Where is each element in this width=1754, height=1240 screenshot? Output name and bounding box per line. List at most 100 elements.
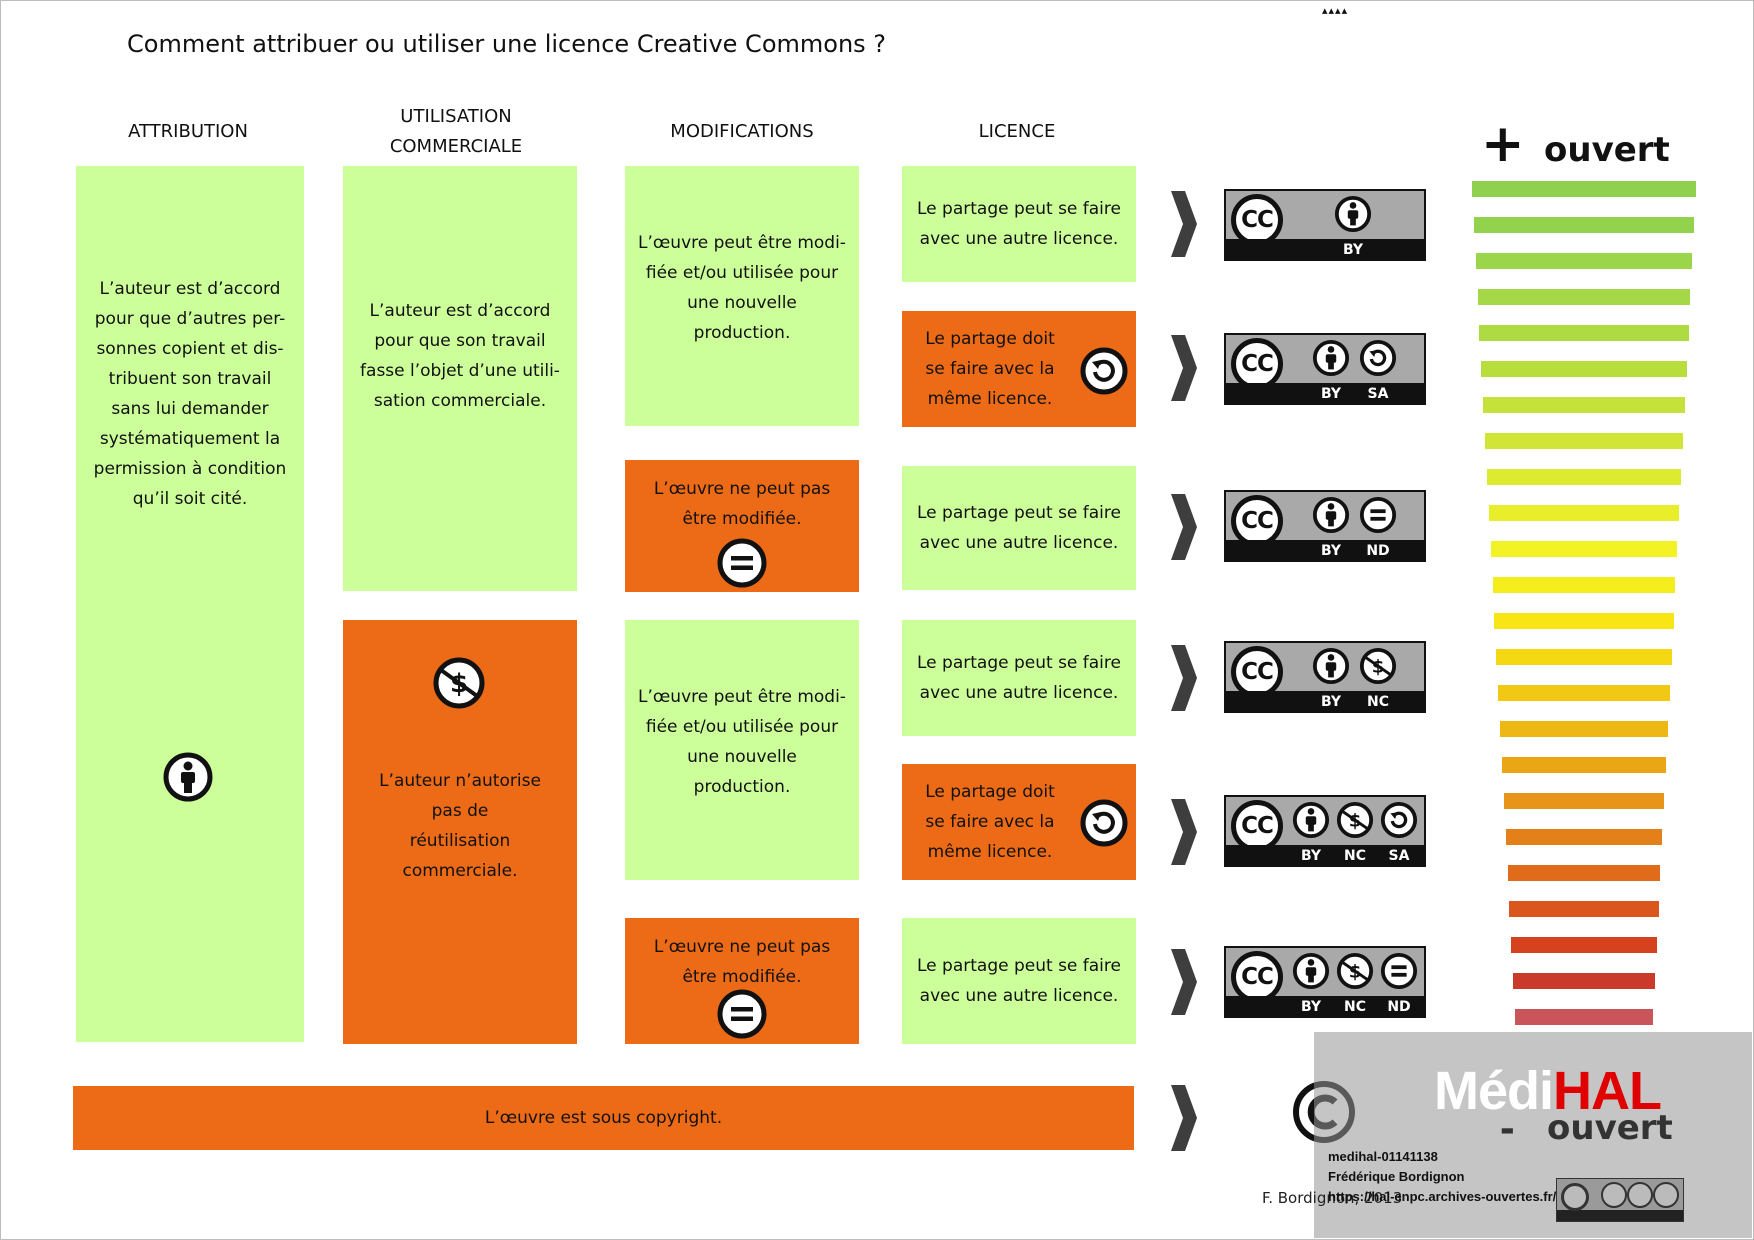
by-icon: [1292, 801, 1330, 839]
scale-bar: [1473, 217, 1695, 233]
chevron-right-icon: [1171, 191, 1197, 257]
copyright-text: L’œuvre est sous copyright.: [484, 1108, 723, 1128]
badge-strip: [1226, 691, 1424, 711]
by-icon: [1312, 339, 1350, 377]
page-title: Comment attribuer ou utiliser une licenc…: [127, 30, 887, 58]
scale-bottom-label: ouvert: [1547, 1108, 1673, 1148]
copyright-bar: L’œuvre est sous copyright.: [73, 1086, 1134, 1150]
badge-strip: [1226, 845, 1424, 865]
header-licence: LICENCE: [978, 121, 1056, 142]
chevron-right-icon: [1171, 335, 1197, 401]
cc-icon: [1561, 1183, 1589, 1211]
scale-bar: [1496, 649, 1672, 665]
attribution-box: L’auteur est d’accord pour que d’autres …: [76, 166, 304, 1042]
attribution-text: L’auteur est d’accord pour que d’autres …: [93, 279, 287, 509]
cc-icon: CC: [1231, 646, 1283, 698]
noncommercial-icon: $: [1336, 801, 1374, 839]
chevron-right-icon: [1171, 1085, 1197, 1151]
by-icon: [1334, 195, 1372, 233]
badge-cc-by-nc: CC $ BY NC: [1224, 641, 1426, 713]
badge-label-sa: SA: [1367, 386, 1389, 402]
badge-label-by: BY: [1300, 848, 1322, 864]
modifications-yes-text-1: L’œuvre peut être modi-fiée et/ou utilis…: [638, 233, 846, 343]
badge-strip: [1226, 239, 1424, 259]
watermark-id: medihal-01141138: [1328, 1149, 1438, 1164]
noncommercial-icon: [1627, 1182, 1653, 1208]
modifications-yes-box-2: L’œuvre peut être modi-fiée et/ou utilis…: [625, 620, 859, 880]
share-alike-icon: [1653, 1182, 1679, 1208]
scale-bar: [1498, 685, 1670, 701]
medihal-logo: MédiHAL: [1434, 1060, 1662, 1122]
scale-bar: [1511, 937, 1657, 953]
cc-icon: CC: [1231, 800, 1283, 852]
chevron-right-icon: [1171, 949, 1197, 1015]
licence-text-1: Le partage peut se faire avec une autre …: [917, 199, 1121, 249]
medihal-logo-light: Médi: [1434, 1061, 1554, 1121]
noncommercial-icon: $: [1336, 952, 1374, 990]
watermark-badge: [1556, 1178, 1684, 1222]
watermark-badge-strip: [1557, 1210, 1683, 1221]
badge-label-nc: NC: [1367, 694, 1389, 710]
licence-box-3: Le partage peut se faire avec une autre …: [902, 466, 1136, 590]
noncommercial-icon: $: [433, 657, 485, 709]
licence-text-5: Le partage doit se faire avec la même li…: [925, 782, 1055, 862]
scale-bar: [1475, 253, 1693, 269]
corner-marks: ▴▴▴▴: [1322, 4, 1349, 17]
licence-text-6: Le partage peut se faire avec une autre …: [917, 956, 1121, 1006]
scale-bar: [1507, 865, 1661, 881]
watermark-author: Frédérique Bordignon: [1328, 1169, 1465, 1184]
badge-label-nd: ND: [1387, 999, 1411, 1015]
scale-bar: [1503, 793, 1665, 809]
header-modifications: MODIFICATIONS: [670, 121, 814, 142]
scale-bar: [1481, 361, 1687, 377]
share-alike-icon: [1080, 347, 1128, 395]
chevron-right-icon: [1171, 645, 1197, 711]
by-icon: [1292, 952, 1330, 990]
scale-bar: [1477, 289, 1691, 305]
plus-sign: +: [1481, 114, 1525, 174]
scale-bar: [1479, 325, 1689, 341]
no-derivatives-icon: [717, 989, 767, 1039]
author-credit: F. Bordignon, 2013: [1262, 1189, 1403, 1207]
modifications-no-text-2: L’œuvre ne peut pas être modifiée.: [653, 937, 831, 987]
scale-bar: [1505, 829, 1663, 845]
badge-strip: [1226, 996, 1424, 1016]
badge-label-nc: NC: [1344, 999, 1366, 1015]
badge-cc-by-nc-sa: CC $ BY NC SA: [1224, 795, 1426, 867]
noncommercial-icon: $: [1359, 647, 1397, 685]
badge-label-by: BY: [1320, 543, 1342, 559]
by-icon: [1601, 1182, 1627, 1208]
scale-bar: [1513, 973, 1655, 989]
scale-bar: [1488, 505, 1680, 521]
minus-sign: -: [1500, 1103, 1515, 1152]
badge-label-sa: SA: [1388, 848, 1410, 864]
badge-label-by: BY: [1342, 242, 1364, 258]
scale-bar: [1500, 721, 1668, 737]
badge-cc-by-nd: CC BY ND: [1224, 490, 1426, 562]
commercial-yes-box: L’auteur est d’accord pour que son trava…: [343, 166, 577, 591]
badge-label-nd: ND: [1366, 543, 1390, 559]
by-icon: [1312, 647, 1350, 685]
medihal-logo-red: HAL: [1553, 1061, 1662, 1121]
commercial-no-box: L’auteur n’autorise pas de réutilisation…: [343, 620, 577, 1044]
share-alike-icon: [1080, 799, 1128, 847]
share-alike-icon: [1359, 339, 1397, 377]
modifications-no-text-1: L’œuvre ne peut pas être modifiée.: [653, 479, 831, 529]
chevron-right-icon: [1171, 799, 1197, 865]
commercial-yes-text: L’auteur est d’accord pour que son trava…: [360, 301, 560, 411]
commercial-no-text: L’auteur n’autorise pas de réutilisation…: [379, 771, 541, 881]
scale-bar: [1485, 433, 1683, 449]
scale-bar: [1486, 469, 1682, 485]
badge-strip: [1226, 383, 1424, 403]
scale-bar: [1509, 901, 1659, 917]
scale-bar: [1501, 757, 1667, 773]
modifications-yes-text-2: L’œuvre peut être modi-fiée et/ou utilis…: [638, 687, 846, 797]
licence-box-4: Le partage peut se faire avec une autre …: [902, 620, 1136, 736]
licence-box-6: Le partage peut se faire avec une autre …: [902, 918, 1136, 1044]
header-commercial-line2: COMMERCIALE: [389, 136, 523, 157]
scale-bar: [1492, 577, 1676, 593]
header-attribution: ATTRIBUTION: [128, 121, 248, 142]
badge-label-by: BY: [1320, 386, 1342, 402]
chevron-right-icon: [1171, 494, 1197, 560]
badge-cc-by: CC BY: [1224, 189, 1426, 261]
